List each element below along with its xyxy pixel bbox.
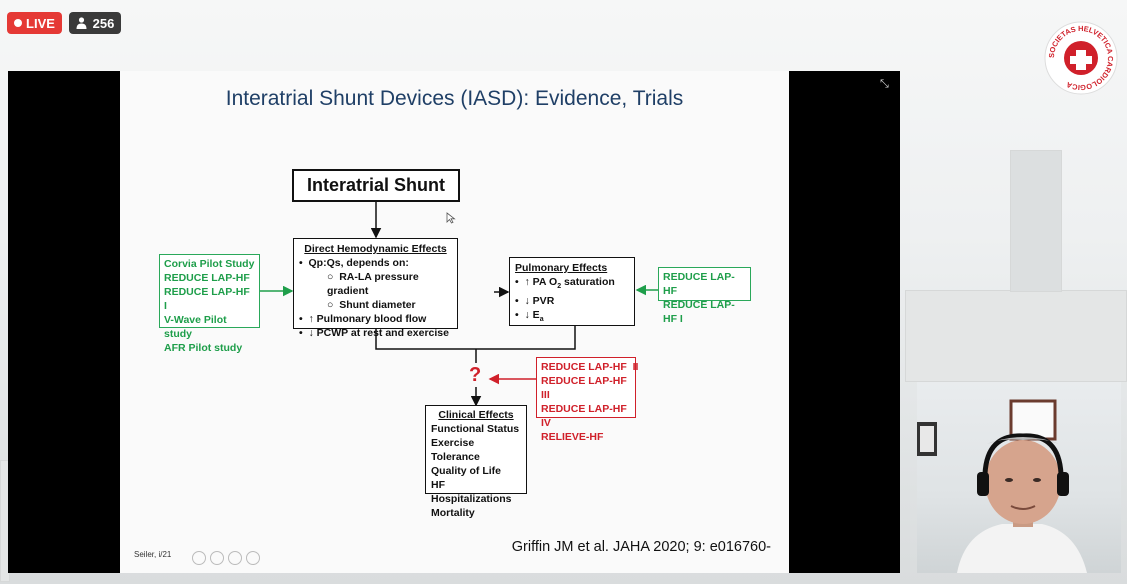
clinical-line-1: Functional Status	[431, 423, 520, 435]
slide-footer: Seiler, i/21	[134, 550, 172, 559]
viewer-count-badge: 256	[69, 12, 121, 34]
red-trials: REDUCE LAP-HF II REDUCE LAP-HF III REDUC…	[536, 357, 639, 443]
trial-left-5: AFR Pilot study	[164, 342, 243, 354]
viewer-count: 256	[92, 15, 115, 31]
trial-left-2: REDUCE LAP-HF	[164, 272, 250, 284]
flowchart-connectors	[260, 202, 658, 407]
trial-left-3: REDUCE LAP-HF I	[164, 286, 250, 312]
direct-effects-box: Direct Hemodynamic Effects • Qp:Qs, depe…	[293, 238, 458, 339]
interatrial-shunt-box: Interatrial Shunt	[292, 169, 460, 202]
trial-red-1: REDUCE LAP-HF II	[541, 361, 639, 373]
trial-red-3: REDUCE LAP-HF IV	[541, 403, 627, 429]
clinical-line-2: Exercise Tolerance	[431, 437, 480, 463]
zoom-icon[interactable]	[228, 551, 242, 565]
direct-line-5: • ↓ PCWP at rest and exercise	[299, 327, 449, 339]
green-trials-right: REDUCE LAP-HF REDUCE LAP-HF I	[658, 267, 751, 325]
mouse-cursor-icon	[446, 212, 456, 224]
direct-line-4: • ↑ Pulmonary blood flow	[299, 313, 427, 325]
trial-right-2: REDUCE LAP-HF I	[663, 299, 735, 325]
next-slide-icon[interactable]	[210, 551, 224, 565]
direct-effects-header: Direct Hemodynamic Effects	[304, 243, 447, 255]
live-dot-icon	[14, 19, 23, 27]
question-mark: ?	[469, 364, 482, 386]
menu-icon[interactable]	[246, 551, 260, 565]
trial-left-1: Corvia Pilot Study	[164, 258, 255, 270]
citation: Griffin JM et al. JAHA 2020; 9: e016760-	[511, 539, 771, 555]
prev-slide-icon[interactable]	[192, 551, 206, 565]
slide-nav-controls[interactable]	[192, 551, 260, 565]
direct-line-1: • Qp:Qs, depends on:	[299, 257, 409, 269]
pulmonary-effects-header: Pulmonary Effects	[515, 262, 608, 274]
society-logo: SOCIETAS HELVETICA CARDIOLOGICA	[1044, 21, 1118, 95]
clinical-line-3: Quality of Life	[431, 465, 502, 477]
pulmonary-effects-box: Pulmonary Effects • ↑ PA O2 saturation •…	[509, 257, 635, 326]
speaker-figure	[917, 399, 1087, 573]
pulmonary-line-1: • ↑ PA O2 saturation	[515, 276, 615, 291]
clinical-line-5: Mortality	[431, 507, 475, 519]
trial-right-1: REDUCE LAP-HF	[663, 271, 735, 297]
trial-red-2: REDUCE LAP-HF III	[541, 375, 627, 401]
slide-title: Interatrial Shunt Devices (IASD): Eviden…	[225, 87, 684, 110]
trial-left-4: V-Wave Pilot study	[164, 314, 227, 340]
green-trials-left: Corvia Pilot Study REDUCE LAP-HF REDUCE …	[159, 254, 260, 354]
direct-line-2: ○ RA-LA pressure gradient	[327, 271, 419, 297]
clinical-line-4: HF Hospitalizations	[431, 479, 512, 505]
expand-icon[interactable]: ⤡	[880, 78, 889, 90]
speaker-video	[917, 382, 1121, 573]
trial-red-4: RELIEVE-HF	[541, 431, 604, 443]
clinical-effects-header: Clinical Effects	[438, 409, 514, 421]
pulmonary-line-3: • ↓ Ea	[515, 309, 544, 324]
shunt-label: Interatrial Shunt	[306, 175, 445, 195]
live-badge: LIVE	[7, 12, 62, 34]
live-label: LIVE	[26, 15, 55, 31]
direct-line-3: ○ Shunt diameter	[327, 299, 416, 311]
person-icon	[76, 17, 87, 29]
presentation-slide: Interatrial Shunt Devices (IASD): Eviden…	[120, 71, 789, 573]
pulmonary-line-2: • ↓ PVR	[515, 295, 555, 308]
clinical-effects-box: Clinical Effects Functional Status Exerc…	[425, 405, 527, 519]
